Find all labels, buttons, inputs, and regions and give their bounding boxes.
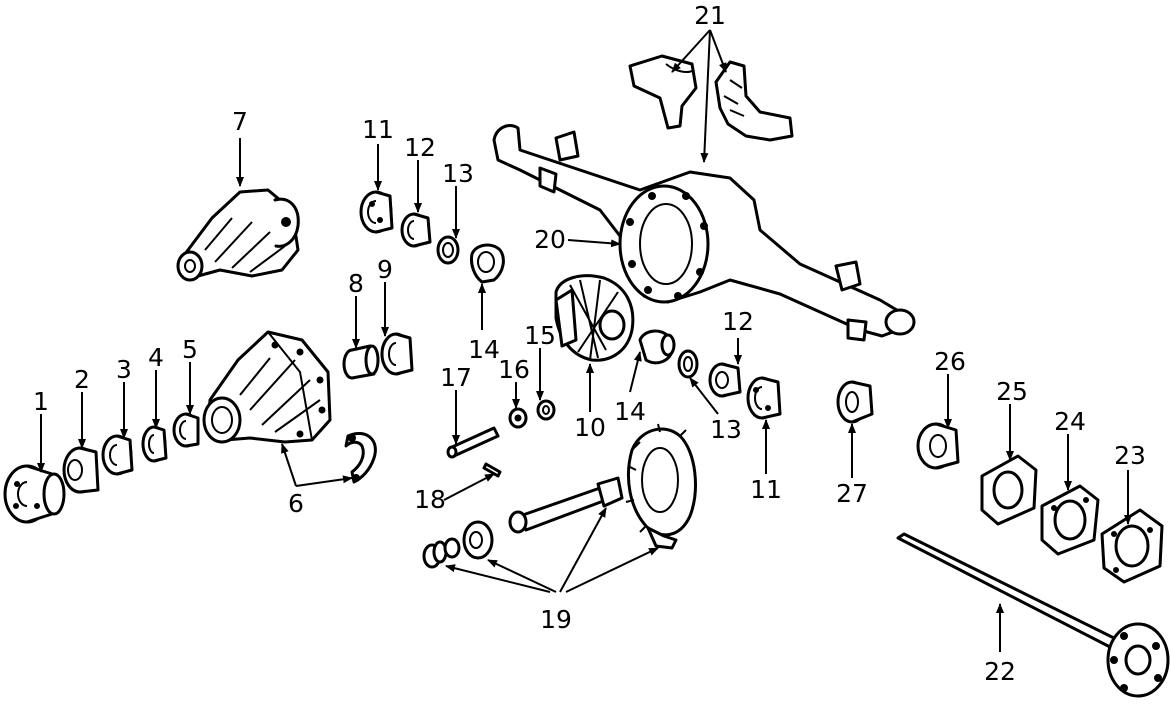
callout-19: 19 — [540, 605, 572, 634]
leader-lines — [37, 29, 1132, 652]
part-3-pinion-seal — [101, 434, 134, 476]
callout-14-lower: 14 — [614, 397, 646, 426]
part-9-pinion-bearing — [380, 332, 414, 376]
callout-2: 2 — [74, 365, 90, 394]
callout-10: 10 — [574, 413, 606, 442]
callout-11-top: 11 — [362, 115, 394, 144]
part-4-front-bearing — [141, 425, 168, 463]
part-27-axle-bearing — [836, 380, 874, 424]
part-17-pinion-shaft — [446, 426, 500, 459]
callout-27: 27 — [836, 479, 868, 508]
callout-4: 4 — [148, 343, 164, 372]
part-12-bearing-race-top — [400, 212, 432, 248]
part-26-axle-seal — [916, 422, 960, 470]
callout-16: 16 — [498, 355, 530, 384]
callout-labels: 1 2 3 4 5 6 7 8 9 10 11 11 12 12 13 13 1… — [33, 1, 1146, 686]
callout-13-top: 13 — [442, 159, 474, 188]
part-11-side-bearing-top — [359, 190, 394, 234]
callout-8: 8 — [348, 269, 364, 298]
part-14-side-gear-top — [470, 243, 505, 284]
part-25-seal-plate — [980, 454, 1038, 526]
callout-13-lower: 13 — [710, 415, 742, 444]
callout-6: 6 — [288, 489, 304, 518]
part-19-ring-and-pinion — [508, 423, 697, 550]
part-23-retainer-plate — [1100, 508, 1164, 584]
part-6-carrier-housing — [202, 330, 332, 444]
callout-11-lower: 11 — [750, 475, 782, 504]
callout-25: 25 — [996, 377, 1028, 406]
callout-5: 5 — [182, 335, 198, 364]
part-8-collapsible-spacer — [342, 344, 380, 380]
part-2-deflector — [62, 446, 100, 494]
callout-12-lower: 12 — [722, 307, 754, 336]
part-19-pinion-bearing-parts — [422, 520, 494, 569]
part-12-bearing-race-lower — [708, 362, 742, 398]
callout-26: 26 — [934, 347, 966, 376]
part-16-thrust-washer — [508, 407, 528, 429]
callout-9: 9 — [377, 255, 393, 284]
part-21-spring-seats — [628, 54, 794, 142]
part-13-shim-lower — [677, 349, 699, 379]
callout-12-top: 12 — [404, 133, 436, 162]
callout-3: 3 — [116, 355, 132, 384]
callout-22: 22 — [984, 657, 1016, 686]
callout-24: 24 — [1054, 407, 1086, 436]
part-13-shim-top — [436, 235, 460, 265]
callout-7: 7 — [232, 107, 248, 136]
part-7-carrier-case — [176, 188, 300, 282]
part-11-side-bearing-lower — [746, 376, 782, 420]
part-18-lock-pin — [482, 462, 502, 478]
part-5-bearing-race — [172, 412, 200, 448]
part-22-axle-shaft — [896, 532, 1170, 698]
part-14-side-gear-lower — [638, 329, 676, 365]
callout-23: 23 — [1114, 441, 1146, 470]
callout-1: 1 — [33, 387, 49, 416]
callout-20: 20 — [534, 225, 566, 254]
part-1-companion-flange — [3, 464, 66, 524]
part-6-bearing-cap — [344, 432, 377, 484]
part-15-pinion-gear — [536, 399, 556, 421]
callout-15: 15 — [524, 321, 556, 350]
part-24-gasket — [1040, 484, 1100, 556]
callout-21: 21 — [694, 1, 726, 30]
callout-14-top: 14 — [468, 335, 500, 364]
part-10-differential-case — [554, 274, 635, 362]
callout-17: 17 — [440, 363, 472, 392]
callout-18: 18 — [414, 485, 446, 514]
